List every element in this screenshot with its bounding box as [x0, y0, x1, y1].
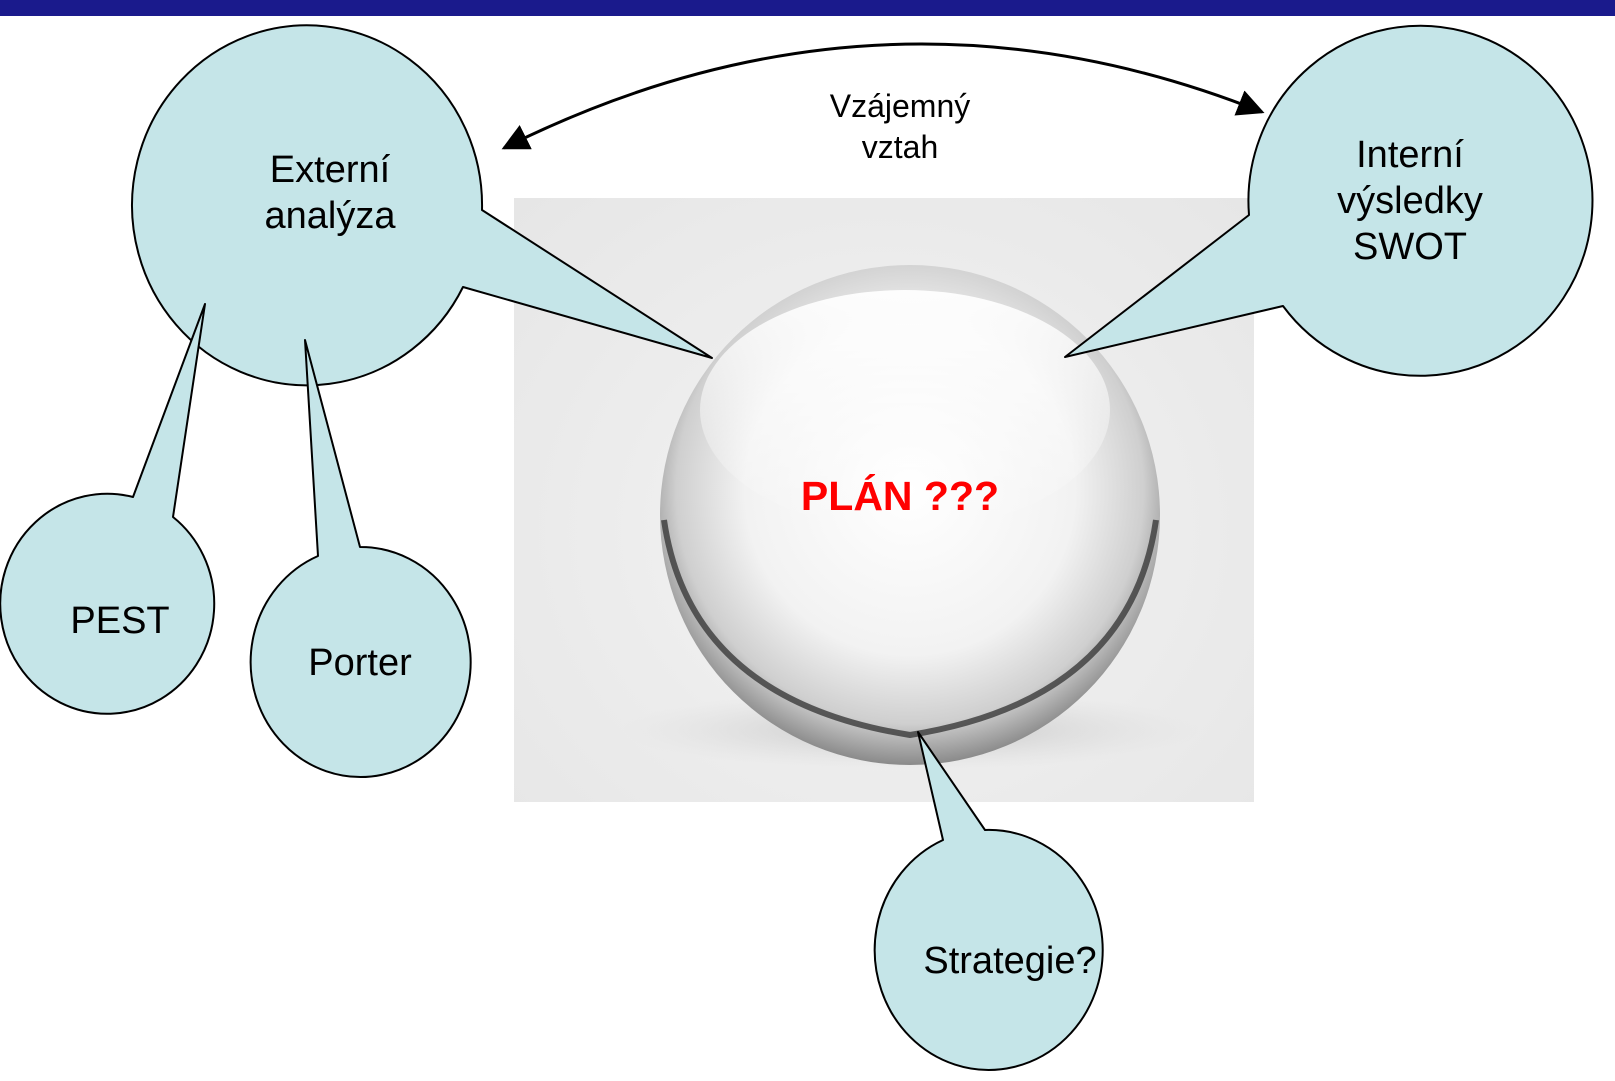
porter-label: Porter: [308, 642, 412, 684]
external-line1: Externí: [269, 149, 391, 191]
pest-label: PEST: [70, 600, 170, 642]
ball-highlight: [700, 290, 1110, 530]
bubble-pest: [0, 303, 216, 715]
crystal-ball: [620, 265, 1200, 770]
internal-line2: výsledky: [1337, 180, 1483, 222]
bubble-internal-results: [1064, 24, 1594, 377]
plan-label: PLÁN ???: [800, 473, 1000, 519]
internal-line3: SWOT: [1353, 226, 1467, 268]
arrow-label: Vzájemný vztah: [750, 86, 1050, 168]
external-line2: analýza: [264, 195, 396, 237]
external-analysis-label: Externí analýza: [220, 147, 440, 239]
arrow-label-line1: Vzájemný: [829, 88, 971, 124]
mutual-relation-arrow: [501, 42, 1265, 150]
bubble-porter: [249, 339, 472, 778]
strategy-label: Strategie?: [923, 940, 1097, 982]
bubble-strategy: [873, 731, 1104, 1071]
internal-line1: Interní: [1356, 134, 1464, 176]
internal-results-label: Interní výsledky SWOT: [1310, 132, 1510, 270]
ball-bottom-rim: [661, 519, 1159, 739]
header-bar: [0, 0, 1615, 16]
arrow-label-line2: vztah: [861, 129, 939, 165]
bubble-external-analysis: [131, 24, 713, 387]
